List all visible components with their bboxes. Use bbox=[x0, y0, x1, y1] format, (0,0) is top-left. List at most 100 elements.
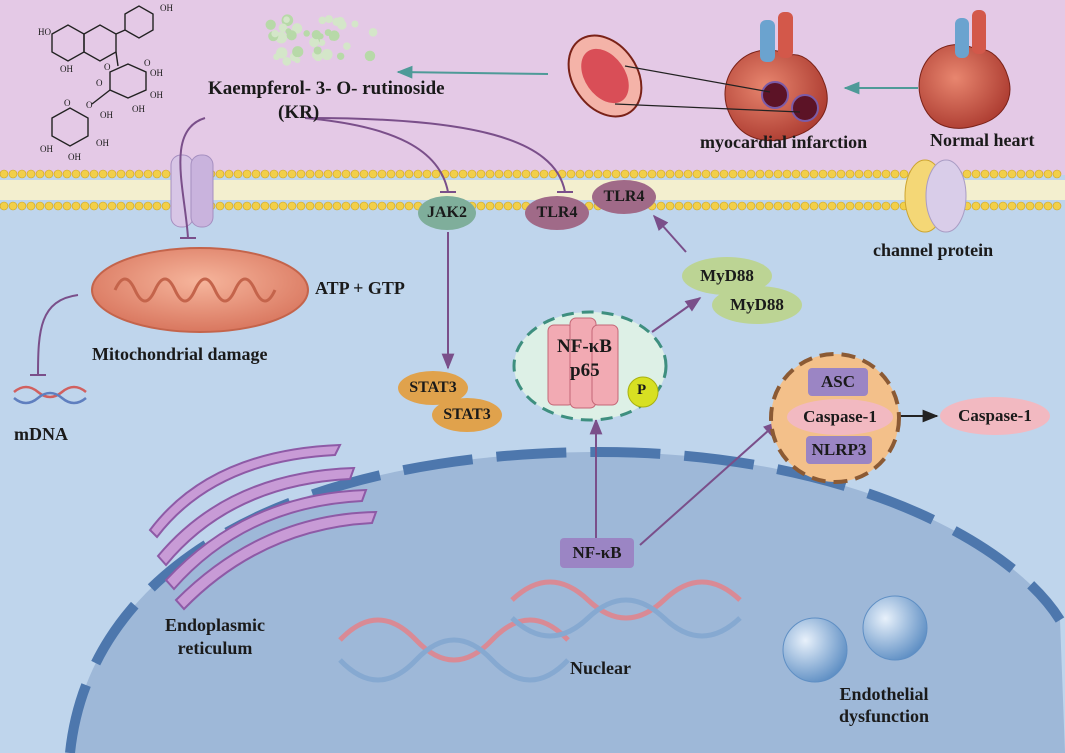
compound-particle bbox=[294, 57, 301, 64]
lipid-head bbox=[251, 201, 261, 211]
lipid-head bbox=[233, 169, 243, 179]
lipid-head bbox=[800, 169, 810, 179]
compound-particle bbox=[343, 42, 351, 50]
endothelial-label: Endothelial dysfunction bbox=[838, 684, 930, 726]
lipid-head bbox=[323, 201, 333, 211]
compound-particle bbox=[332, 17, 341, 27]
lipid-head bbox=[269, 201, 279, 211]
lipid-head bbox=[971, 169, 981, 179]
compound-particle bbox=[318, 39, 326, 47]
lipid-head bbox=[719, 169, 729, 179]
lipid-head bbox=[773, 201, 783, 211]
lipid-head bbox=[656, 201, 666, 211]
lipid-head bbox=[674, 169, 684, 179]
lipid-head bbox=[134, 201, 144, 211]
structure-label: HO bbox=[38, 27, 51, 37]
lipid-head bbox=[872, 169, 882, 179]
lipid-head bbox=[260, 169, 270, 179]
lipid-head bbox=[323, 169, 333, 179]
lipid-head bbox=[593, 169, 603, 179]
lipid-head bbox=[125, 169, 135, 179]
lipid-head bbox=[674, 201, 684, 211]
lipid-head bbox=[287, 201, 297, 211]
lipid-head bbox=[386, 169, 396, 179]
lipid-head bbox=[899, 169, 909, 179]
lipid-head bbox=[521, 169, 531, 179]
lipid-head bbox=[692, 169, 702, 179]
mitochondrion bbox=[91, 247, 309, 333]
lipid-head bbox=[305, 201, 315, 211]
lipid-head bbox=[98, 169, 108, 179]
compound-particle bbox=[303, 30, 310, 37]
lipid-head bbox=[53, 201, 63, 211]
lipid-head bbox=[1007, 201, 1017, 211]
tlr4-node-left: TLR4 bbox=[525, 196, 589, 230]
compound-particle bbox=[325, 15, 333, 24]
kr-inhibits-channel bbox=[179, 117, 206, 239]
mdna-label: mDNA bbox=[14, 424, 68, 444]
nuclear-dna-left bbox=[338, 617, 570, 683]
lipid-head bbox=[728, 201, 738, 211]
lipid-head bbox=[107, 201, 117, 211]
lipid-head bbox=[683, 201, 693, 211]
infarcted-heart-shape bbox=[724, 12, 828, 142]
er-shape bbox=[148, 443, 378, 611]
lipid-head bbox=[269, 169, 279, 179]
lipid-head bbox=[35, 169, 45, 179]
lipid-head bbox=[107, 169, 117, 179]
lipid-head bbox=[116, 201, 126, 211]
lipid-head bbox=[1034, 169, 1044, 179]
stat3-node: STAT3 bbox=[432, 398, 502, 432]
channel-protein-shape bbox=[904, 159, 967, 233]
structure-label: OH bbox=[60, 64, 73, 74]
lipid-head bbox=[863, 201, 873, 211]
compound-particles bbox=[265, 14, 378, 66]
lipid-head bbox=[791, 201, 801, 211]
lipid-head bbox=[989, 169, 999, 179]
myd88-node: MyD88 bbox=[712, 286, 802, 324]
lipid-head bbox=[701, 169, 711, 179]
lipid-head bbox=[98, 201, 108, 211]
kr-inhibits-tlr4 bbox=[309, 117, 566, 193]
er-label: Endoplasmic reticulum bbox=[164, 615, 266, 658]
lipid-head bbox=[665, 169, 675, 179]
lipid-head bbox=[647, 169, 657, 179]
lipid-head bbox=[413, 169, 423, 179]
lipid-head bbox=[494, 201, 504, 211]
jak2-node: JAK2 bbox=[418, 196, 476, 230]
lipid-head bbox=[683, 169, 693, 179]
lipid-head bbox=[512, 201, 522, 211]
lipid-head bbox=[287, 169, 297, 179]
asc-box: ASC bbox=[808, 368, 868, 396]
compound-particle bbox=[282, 57, 292, 66]
caspase1-released: Caspase-1 bbox=[940, 397, 1050, 435]
nuclear-label: Nuclear bbox=[570, 658, 631, 678]
lipid-head bbox=[764, 201, 774, 211]
lipid-head bbox=[881, 169, 891, 179]
p65-label: p65 bbox=[570, 360, 600, 381]
compound-particle bbox=[318, 16, 327, 25]
lipid-head bbox=[341, 169, 351, 179]
lipid-head bbox=[404, 169, 414, 179]
normal-heart-label: Normal heart bbox=[930, 130, 1035, 150]
lipid-head bbox=[359, 169, 369, 179]
lipid-head bbox=[152, 201, 162, 211]
lipid-head bbox=[773, 169, 783, 179]
arrow-nfkb-myd88 bbox=[651, 297, 702, 333]
tlr4-node-right: TLR4 bbox=[592, 180, 656, 214]
lipid-head bbox=[332, 169, 342, 179]
lipid-head bbox=[224, 169, 234, 179]
lipid-head bbox=[8, 169, 18, 179]
lipid-head bbox=[431, 169, 441, 179]
compound-particle bbox=[271, 29, 279, 38]
structure-label: O bbox=[64, 98, 71, 108]
lipid-head bbox=[836, 201, 846, 211]
lipid-head bbox=[1016, 201, 1026, 211]
lipid-head bbox=[1052, 169, 1062, 179]
lipid-head bbox=[404, 201, 414, 211]
compound-particle bbox=[292, 46, 304, 58]
lipid-head bbox=[44, 201, 54, 211]
lipid-head bbox=[638, 169, 648, 179]
compound-particle bbox=[309, 37, 320, 48]
